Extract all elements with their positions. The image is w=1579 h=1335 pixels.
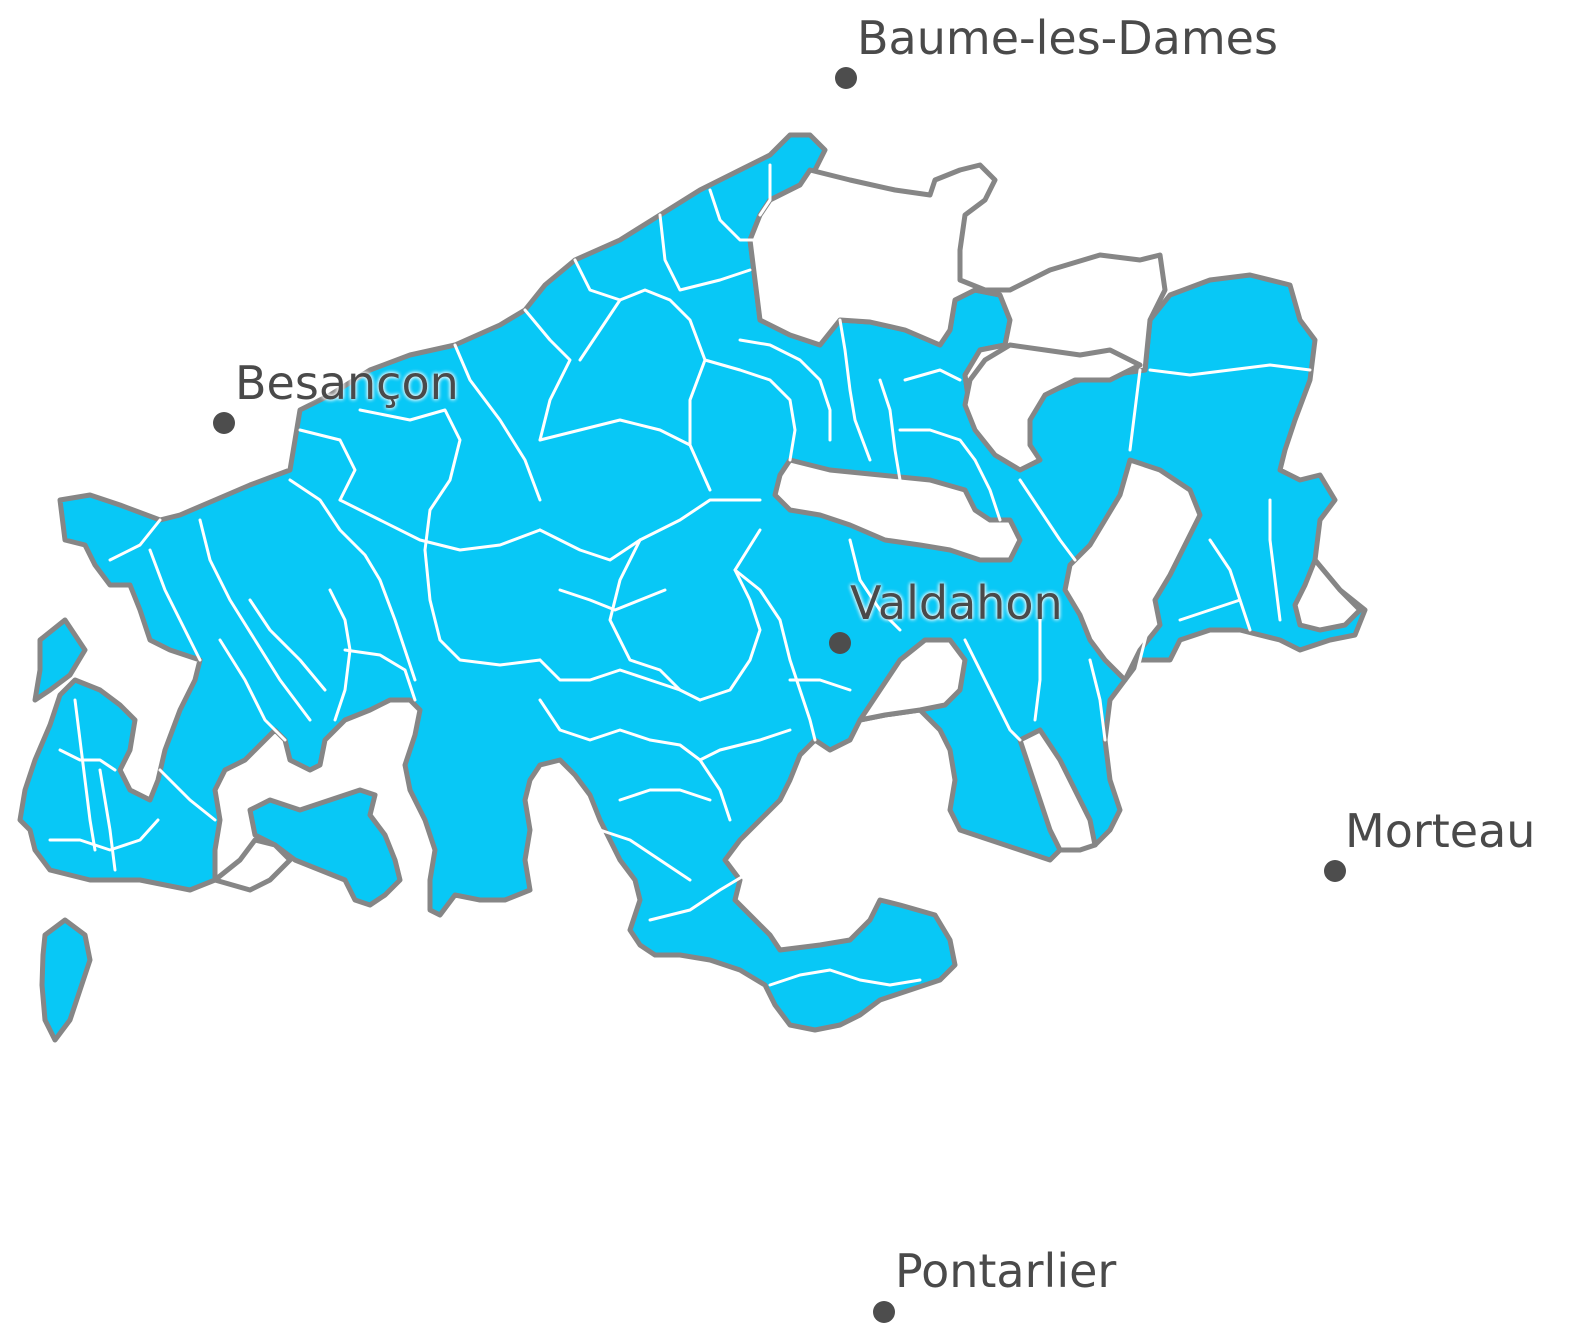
city-label-valdahon: Valdahon xyxy=(850,576,1063,630)
city-marker-valdahon xyxy=(829,632,851,654)
enclave-east xyxy=(1062,457,1203,683)
territory-south-west-island xyxy=(39,917,93,1043)
city-label-baume-les-dames: Baume-les-Dames xyxy=(857,11,1278,65)
territory-central-island xyxy=(247,787,403,908)
city-marker-pontarlier xyxy=(873,1301,895,1323)
city-marker-morteau xyxy=(1324,860,1346,882)
enclave-west-gap xyxy=(212,837,293,893)
city-label-pontarlier: Pontarlier xyxy=(895,1244,1117,1298)
city-marker-baume-les-dames xyxy=(835,67,857,89)
territory-west-piece xyxy=(32,617,88,703)
commune-borders xyxy=(48,163,1312,987)
enclave-east-corner xyxy=(1292,557,1363,633)
city-label-besancon: Besançon xyxy=(235,356,459,410)
city-marker-besancon xyxy=(213,412,235,434)
enclave-north-inner xyxy=(962,342,1143,473)
city-label-morteau: Morteau xyxy=(1345,804,1536,858)
enclave-center xyxy=(772,457,1023,563)
enclave-valdahon-south xyxy=(857,637,968,723)
enclave-southeast-strip xyxy=(1017,727,1098,853)
